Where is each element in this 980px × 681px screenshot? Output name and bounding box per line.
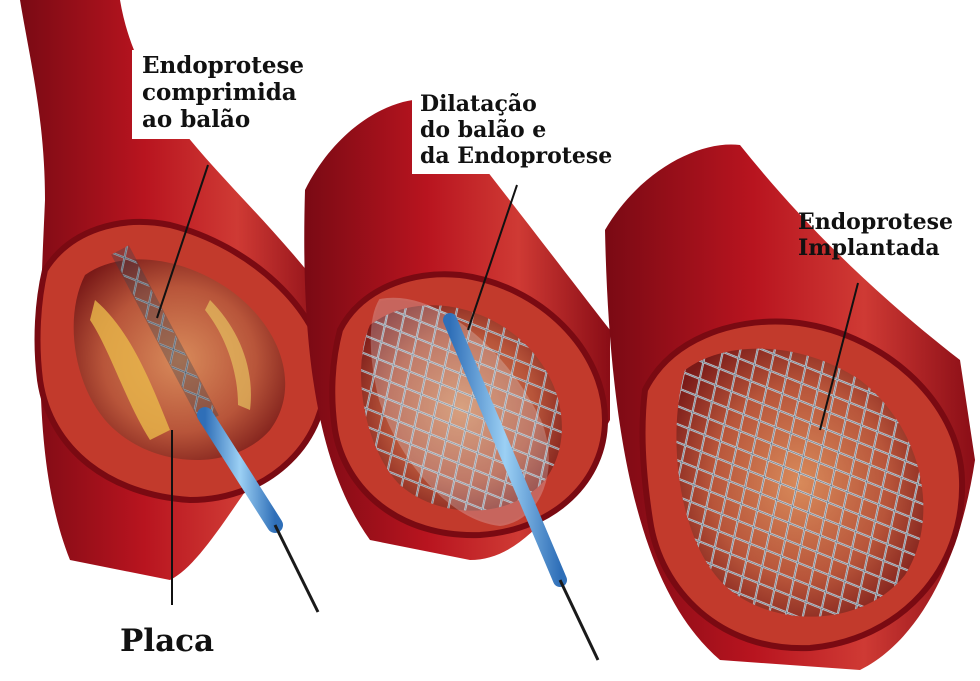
- label-compressed-stent-line-3: ao balão: [142, 106, 304, 133]
- guide-wire-2: [560, 580, 598, 660]
- label-implanted-stent: Endoprotese Implantada: [798, 210, 953, 262]
- label-implanted-stent-line-1: Endoprotese: [798, 210, 953, 236]
- label-balloon-dilation-line-1: Dilatação: [420, 92, 612, 118]
- label-compressed-stent: Endoprotese comprimida ao balão: [132, 50, 312, 139]
- guide-wire-1: [275, 525, 318, 612]
- label-balloon-dilation-line-3: da Endoprotese: [420, 144, 612, 170]
- label-compressed-stent-line-2: comprimida: [142, 79, 304, 106]
- label-implanted-stent-line-2: Implantada: [798, 236, 953, 262]
- label-plaque: Placa: [120, 623, 214, 660]
- label-balloon-dilation: Dilatação do balão e da Endoprotese: [412, 90, 618, 174]
- label-balloon-dilation-line-2: do balão e: [420, 118, 612, 144]
- label-compressed-stent-line-1: Endoprotese: [142, 52, 304, 79]
- vessel-balloon-dilation: [304, 99, 610, 660]
